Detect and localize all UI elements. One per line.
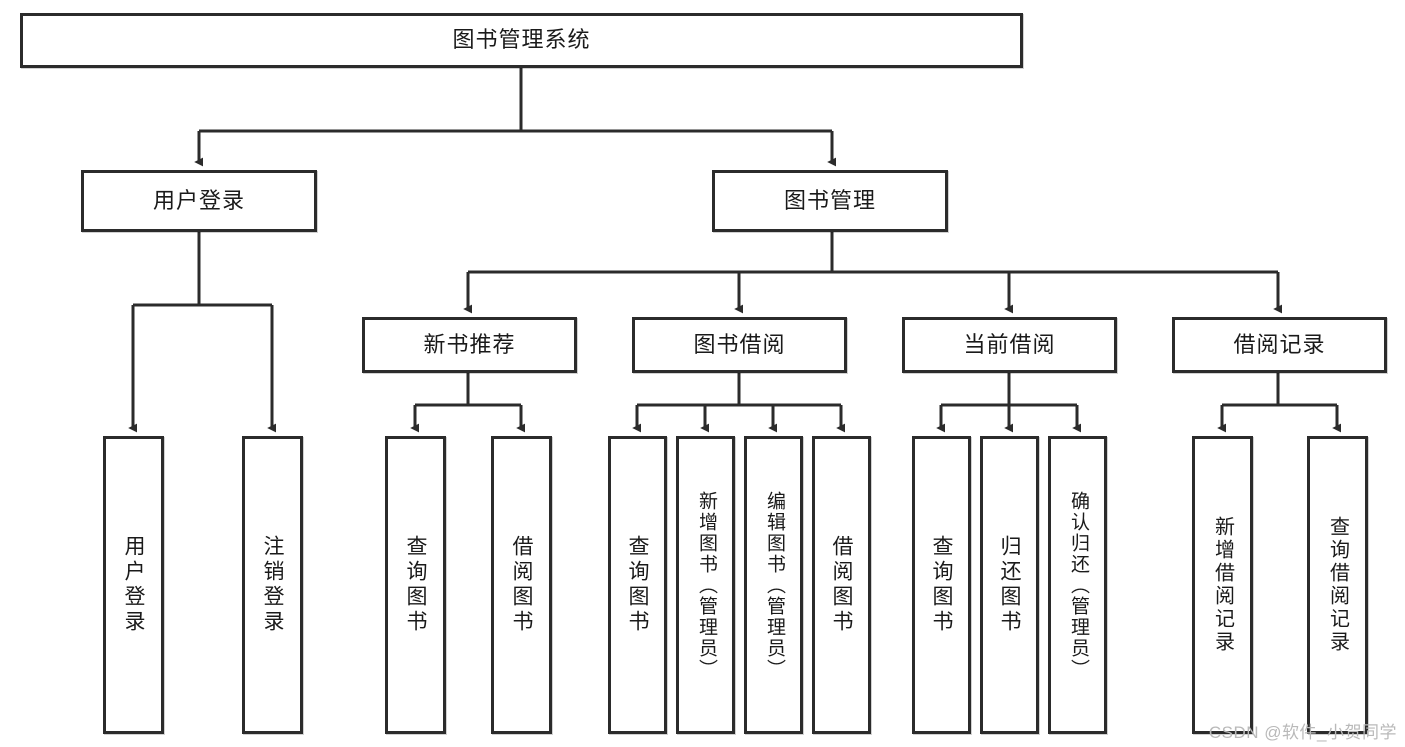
node-leaf-new-book-borrow[interactable]: 借阅图书 — [491, 436, 552, 734]
node-leaf-current-borrow-return-label: 归还图书 — [998, 535, 1022, 635]
node-leaf-current-borrow-confirm-label: 确认归还（管理员） — [1067, 490, 1089, 680]
node-leaf-user-login-login[interactable]: 用户登录 — [103, 436, 164, 734]
node-leaf-current-borrow-return[interactable]: 归还图书 — [980, 436, 1039, 734]
node-borrow-record[interactable]: 借阅记录 — [1172, 317, 1387, 373]
node-book-borrow-label: 图书借阅 — [693, 331, 786, 357]
node-leaf-book-borrow-borrow-label: 借阅图书 — [830, 535, 854, 635]
node-leaf-borrow-record-query[interactable]: 查询借阅记录 — [1307, 436, 1368, 734]
node-user-login[interactable]: 用户登录 — [81, 170, 317, 232]
node-leaf-borrow-record-query-label: 查询借阅记录 — [1326, 516, 1349, 654]
node-leaf-user-login-login-label: 用户登录 — [122, 535, 146, 635]
watermark-text: CSDN @软件_小贺同学 — [1208, 723, 1397, 742]
node-new-book-recommend[interactable]: 新书推荐 — [362, 317, 577, 373]
node-user-login-label: 用户登录 — [152, 187, 245, 213]
node-leaf-book-borrow-query[interactable]: 查询图书 — [608, 436, 667, 734]
node-book-management[interactable]: 图书管理 — [712, 170, 948, 232]
node-leaf-user-login-logout[interactable]: 注销登录 — [242, 436, 303, 734]
node-leaf-current-borrow-confirm[interactable]: 确认归还（管理员） — [1048, 436, 1107, 734]
node-root-system-label: 图书管理系统 — [452, 27, 591, 53]
node-leaf-new-book-query-label: 查询图书 — [404, 535, 428, 635]
node-leaf-book-borrow-add-label: 新增图书（管理员） — [695, 490, 717, 680]
node-leaf-book-borrow-borrow[interactable]: 借阅图书 — [812, 436, 871, 734]
node-leaf-new-book-borrow-label: 借阅图书 — [510, 535, 534, 635]
node-borrow-record-label: 借阅记录 — [1233, 331, 1326, 357]
node-leaf-current-borrow-query-label: 查询图书 — [930, 535, 954, 635]
node-leaf-current-borrow-query[interactable]: 查询图书 — [912, 436, 971, 734]
node-current-borrow[interactable]: 当前借阅 — [902, 317, 1117, 373]
node-leaf-book-borrow-edit[interactable]: 编辑图书（管理员） — [744, 436, 803, 734]
node-new-book-recommend-label: 新书推荐 — [423, 331, 516, 357]
node-leaf-book-borrow-add[interactable]: 新增图书（管理员） — [676, 436, 735, 734]
node-leaf-borrow-record-add[interactable]: 新增借阅记录 — [1192, 436, 1253, 734]
node-leaf-new-book-query[interactable]: 查询图书 — [385, 436, 446, 734]
node-leaf-book-borrow-query-label: 查询图书 — [626, 535, 650, 635]
node-leaf-book-borrow-edit-label: 编辑图书（管理员） — [763, 490, 785, 680]
node-leaf-borrow-record-add-label: 新增借阅记录 — [1211, 516, 1234, 654]
node-current-borrow-label: 当前借阅 — [963, 331, 1056, 357]
node-leaf-user-login-logout-label: 注销登录 — [261, 535, 285, 635]
node-book-management-label: 图书管理 — [783, 187, 876, 213]
node-book-borrow[interactable]: 图书借阅 — [632, 317, 847, 373]
node-root-system[interactable]: 图书管理系统 — [20, 13, 1023, 68]
